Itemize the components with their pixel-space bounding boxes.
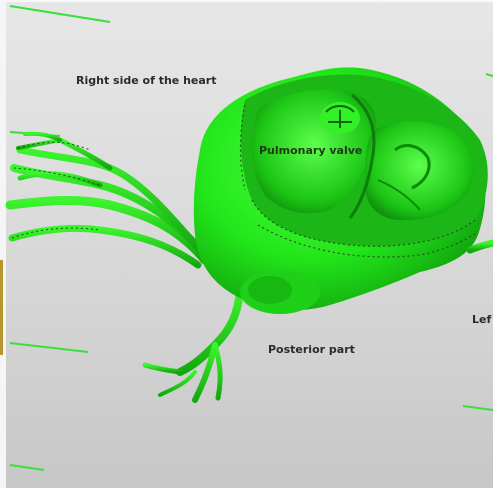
heart-body	[194, 67, 488, 314]
label-right-side: Right side of the heart	[76, 74, 216, 87]
vessel-stub-right	[470, 243, 493, 250]
label-pulmonary-valve: Pulmonary valve	[259, 144, 362, 157]
viewport-frame-bottom	[0, 488, 493, 496]
pulmonary-valve-shape	[320, 102, 360, 134]
vessel-branch-lower	[145, 290, 240, 400]
label-posterior-part: Posterior part	[268, 343, 355, 356]
label-left-truncated: Lef	[472, 313, 491, 326]
vessel-branches-left	[10, 134, 205, 265]
